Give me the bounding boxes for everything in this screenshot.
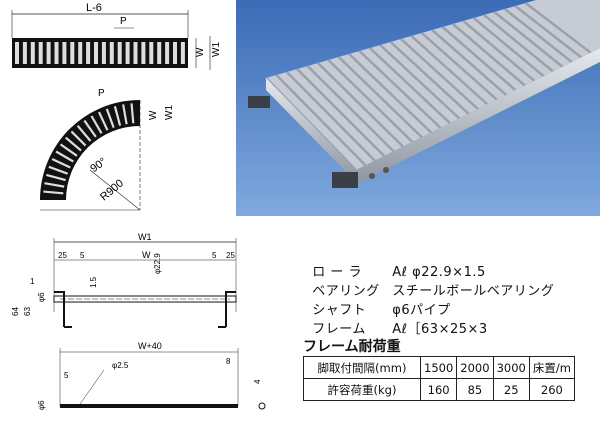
load-table: 脚取付間隔(mm) 1500 2000 3000 床置/m 許容荷重(kg) 1… [303, 356, 575, 401]
column-header: 3000 [492, 356, 530, 379]
curve-w1-label: W1 [164, 105, 175, 120]
dim-phi6: φ6 [37, 292, 46, 302]
length-label: L-6 [86, 2, 102, 14]
spec-bearing: ベアリングスチールボールベアリング [303, 265, 554, 299]
spec-roller: ロ ー ラ Aℓ φ22.9×1.5 [303, 246, 486, 280]
curved-conveyor-drawing: P W W1 90° R900 [40, 88, 175, 211]
w-label: W [195, 47, 206, 57]
column-header: 2000 [456, 356, 494, 379]
section-w1-label: W1 [138, 232, 152, 242]
spec-value: φ6パイプ [392, 303, 451, 318]
spec-frame: フレーム Aℓ［63×25×3 [303, 303, 488, 337]
shaft-dim-phi6: φ6 [37, 400, 46, 410]
dim-15: 1.5 [89, 276, 98, 288]
table-cell: 85 [456, 378, 494, 401]
dim-25-left: 25 [58, 251, 67, 260]
cross-section-drawing: W1 W 25 5 5 25 φ22.9 1.5 1 φ6 64 63 [11, 232, 237, 328]
straight-conveyor-drawing: L-6 P W W1 [11, 2, 222, 70]
dim-5-left: 5 [80, 251, 85, 260]
angle-label: 90° [88, 156, 109, 175]
dim-63: 63 [23, 307, 32, 316]
column-header: 1500 [419, 356, 458, 379]
dim-1: 1 [30, 277, 35, 286]
w1-label: W1 [211, 42, 222, 57]
shaft-length-label: W+40 [138, 341, 162, 351]
table-cell: 25 [492, 378, 530, 401]
shaft-dim-4: 4 [253, 379, 262, 384]
spec-label: シャフト [312, 303, 367, 318]
shaft-dim-5: 5 [64, 371, 69, 380]
shaft-drawing: W+40 8 5 φ2.5 φ6 4 [37, 341, 266, 410]
table-row: 許容荷重(kg) 160 85 25 260 [303, 378, 575, 401]
row-label: 許容荷重(kg) [303, 378, 421, 401]
dim-5-right: 5 [212, 251, 217, 260]
spec-value: Aℓ φ22.9×1.5 [392, 265, 486, 280]
curve-pitch-label: P [98, 88, 105, 99]
spec-value: Aℓ［63×25×3 [392, 322, 488, 337]
table-cell: 160 [419, 378, 458, 401]
column-header: 床置/m [528, 356, 575, 379]
curve-w-label: W [148, 110, 159, 120]
load-table-title: フレーム耐荷重 [303, 339, 401, 355]
spec-label: フレーム [312, 322, 366, 337]
shaft-dim-8: 8 [226, 357, 231, 366]
table-cell: 260 [528, 378, 575, 401]
bolt-icon [383, 167, 389, 173]
table-row: 脚取付間隔(mm) 1500 2000 3000 床置/m [303, 356, 575, 379]
shaft-dim-phi25: φ2.5 [112, 361, 129, 370]
spec-value: スチールボールベアリング [392, 284, 555, 299]
dim-diameter: φ22.9 [153, 253, 162, 274]
pitch-label: P [120, 16, 127, 27]
dim-25-right: 25 [226, 251, 235, 260]
header-label: 脚取付間隔(mm) [303, 356, 421, 379]
conveyor-photo [236, 0, 600, 216]
spec-label: ベアリング [312, 284, 380, 299]
dim-64: 64 [11, 307, 20, 316]
radius-label: R900 [98, 177, 126, 203]
bolt-icon [369, 173, 375, 179]
spec-shaft: シャフト φ6パイプ [303, 284, 451, 318]
spec-label: ロ ー ラ [312, 265, 363, 280]
section-w-label: W [142, 250, 151, 260]
